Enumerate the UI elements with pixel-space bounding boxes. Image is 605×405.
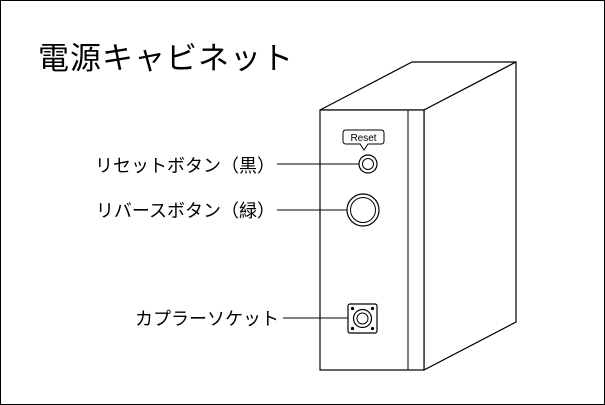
reset-button-label: リセットボタン（黒）	[95, 156, 275, 177]
coupler-socket[interactable]	[347, 303, 378, 334]
cabinet-side-face	[423, 61, 517, 371]
reverse-button[interactable]	[346, 193, 380, 227]
reset-tag-label: Reset	[350, 133, 376, 144]
reset-tag: Reset	[342, 129, 385, 151]
coupler-socket-label: カプラーソケット	[135, 309, 279, 330]
reverse-button-label: リバースボタン（緑）	[95, 201, 275, 222]
reset-button[interactable]	[358, 154, 378, 174]
page-title: 電源キャビネット	[38, 41, 294, 77]
